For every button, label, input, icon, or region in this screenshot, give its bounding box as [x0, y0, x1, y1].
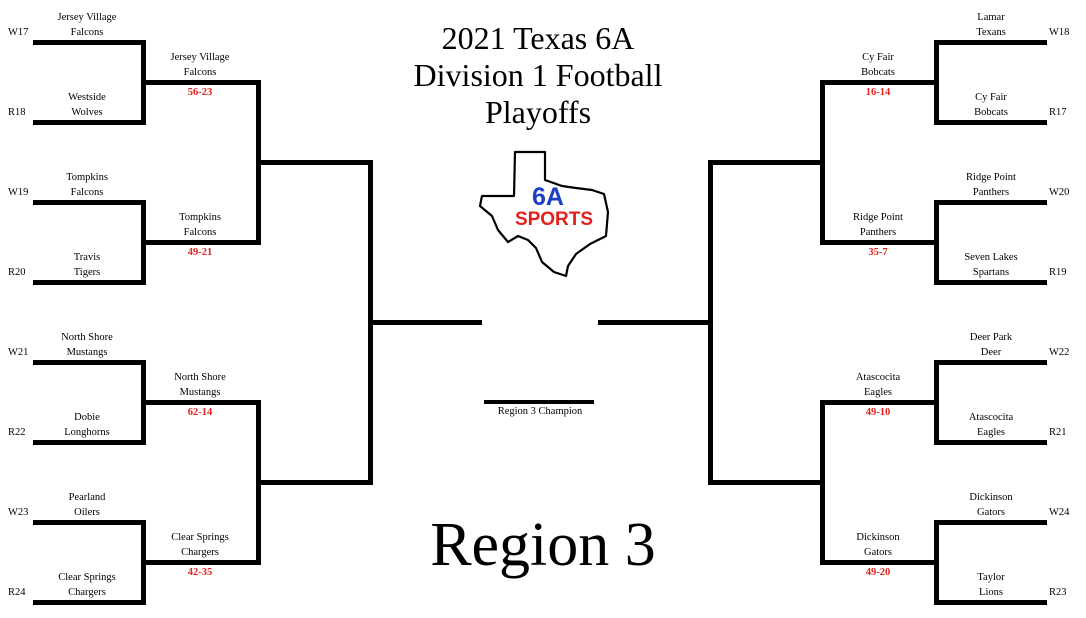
- seed-label: W17: [8, 27, 29, 38]
- title-line-3: Playoffs: [484, 94, 592, 130]
- score-right-r2-1: 16-14: [865, 87, 891, 98]
- left-r1-line: [33, 280, 146, 285]
- 6a-sports-logo: 6A SPORTS: [478, 150, 610, 278]
- score-left-r2-3: 62-14: [187, 407, 213, 418]
- champion-label: Region 3 Champion: [497, 406, 583, 417]
- seed-label: W20: [1049, 187, 1070, 198]
- seed-label: W24: [1049, 507, 1070, 518]
- left-r1-line: [33, 120, 146, 125]
- seed-label: W19: [8, 187, 29, 198]
- right-r2-line: [820, 560, 939, 565]
- left-r2-line: [141, 80, 261, 85]
- score-right-r2-2: 35-7: [868, 247, 888, 258]
- right-r2-line: [820, 240, 939, 245]
- right-r1-line: [934, 40, 1047, 45]
- texas-state-outline-icon: [478, 150, 610, 278]
- right-final-line: [598, 320, 713, 325]
- right-r2-line: [820, 80, 939, 85]
- seed-label: W22: [1049, 347, 1070, 358]
- left-r1-line: [33, 440, 146, 445]
- seed-label: R17: [1049, 107, 1067, 118]
- title-line-2: Division 1 Football: [413, 57, 663, 93]
- seed-label: R20: [8, 267, 26, 278]
- right-r1-line: [934, 200, 1047, 205]
- seed-label: R23: [1049, 587, 1067, 598]
- seed-label: W18: [1049, 27, 1070, 38]
- seed-label: R22: [8, 427, 26, 438]
- left-r1-line: [33, 200, 146, 205]
- seed-label: R21: [1049, 427, 1067, 438]
- left-r2-line: [141, 400, 261, 405]
- right-r1-line: [934, 280, 1047, 285]
- left-r1-line: [33, 520, 146, 525]
- right-r2-line: [820, 400, 939, 405]
- right-r1-line: [934, 360, 1047, 365]
- seed-label: W21: [8, 347, 29, 358]
- right-r1-line: [934, 120, 1047, 125]
- title-line-1: 2021 Texas 6A: [441, 20, 635, 56]
- left-r2-line: [141, 560, 261, 565]
- left-r1-line: [33, 600, 146, 605]
- seed-label: R24: [8, 587, 26, 598]
- score-left-r2-1: 56-23: [187, 87, 213, 98]
- left-r1-line: [33, 40, 146, 45]
- logo-text-6a: 6A: [532, 183, 564, 211]
- champion-line: [484, 400, 594, 404]
- right-r1-line: [934, 520, 1047, 525]
- left-r3-line: [256, 480, 373, 485]
- seed-label: R18: [8, 107, 26, 118]
- seed-label: R19: [1049, 267, 1067, 278]
- left-r3-line: [256, 160, 373, 165]
- right-r3-line: [708, 160, 825, 165]
- left-r2-line: [141, 240, 261, 245]
- seed-label: W23: [8, 507, 29, 518]
- left-final-line: [368, 320, 482, 325]
- left-r1-line: [33, 360, 146, 365]
- score-left-r2-2: 49-21: [187, 247, 213, 258]
- score-left-r2-4: 42-35: [187, 567, 213, 578]
- page-title: 2021 Texas 6A Division 1 Football Playof…: [390, 20, 686, 131]
- score-right-r2-3: 49-10: [865, 407, 891, 418]
- logo-text-sports: SPORTS: [515, 209, 593, 230]
- region-label: Region 3: [430, 511, 656, 579]
- score-right-r2-4: 49-20: [865, 567, 891, 578]
- right-r1-line: [934, 440, 1047, 445]
- right-r3-line: [708, 480, 825, 485]
- right-r1-line: [934, 600, 1047, 605]
